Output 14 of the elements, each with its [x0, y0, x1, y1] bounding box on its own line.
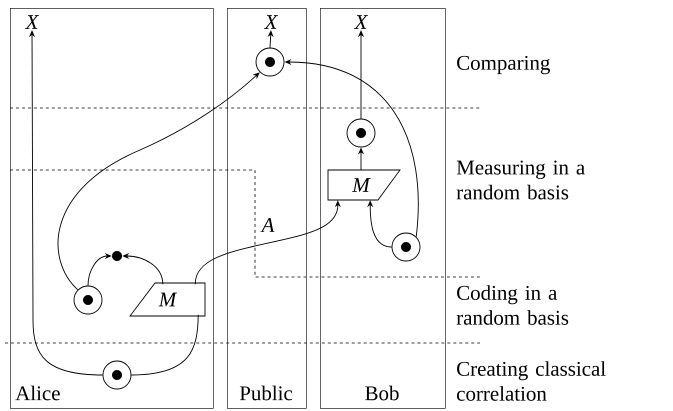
qubit-circle: [392, 232, 420, 262]
variable-label: X: [24, 15, 40, 29]
region-label: A: [260, 218, 274, 232]
variable-label: X: [354, 15, 368, 29]
qubit-circle: [256, 48, 284, 76]
qubit-circle: [346, 118, 376, 148]
measurement-box: M: [328, 170, 401, 200]
qubit-circle: [74, 286, 102, 314]
stage-label: Measuring in a random basis: [456, 160, 585, 200]
qubit-circle: [102, 360, 132, 390]
stage-label: Creating classical correlation: [457, 361, 606, 401]
variable-label: X: [264, 15, 278, 29]
stage-label: Coding in a random basis: [456, 285, 568, 325]
stage-label: Comparing: [457, 56, 550, 74]
